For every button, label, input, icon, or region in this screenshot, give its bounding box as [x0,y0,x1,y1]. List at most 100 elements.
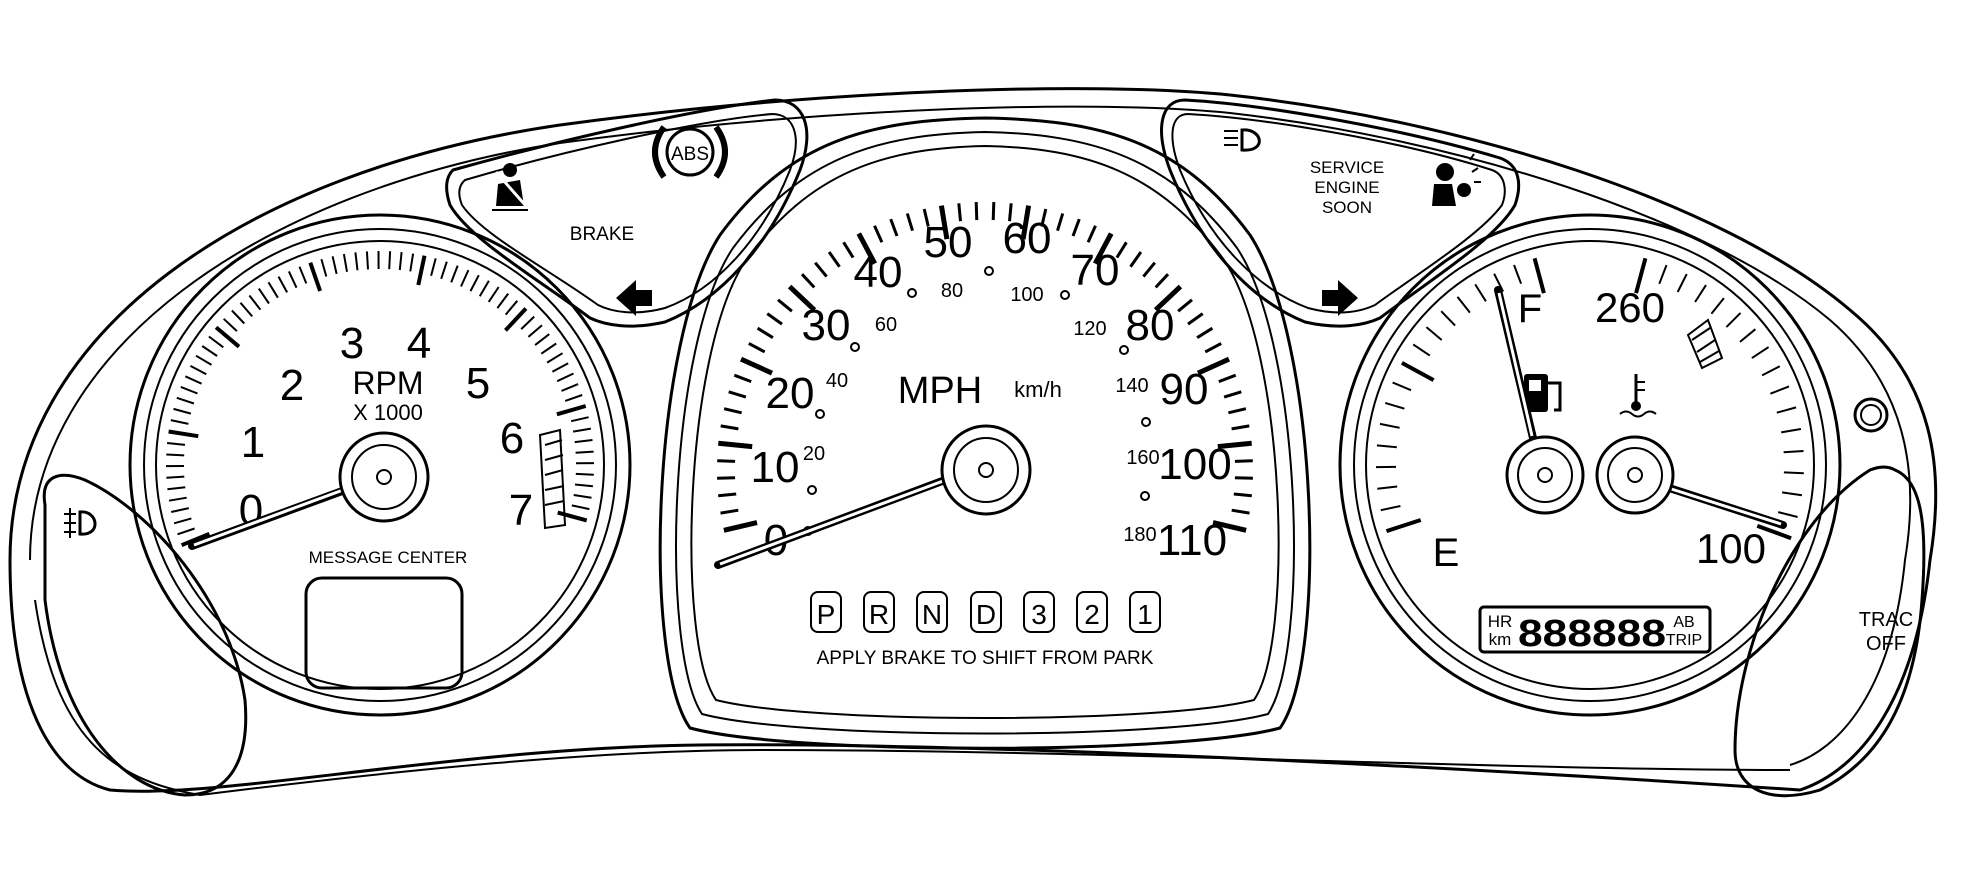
kmh-scale-dots [803,266,1151,536]
temp-minor-tick [1776,406,1797,414]
speedometer-scale [717,202,1253,533]
fuel-full-label: F [1518,287,1542,331]
speedometer-unit-mph: MPH [898,370,982,412]
temp-minor-tick [1761,365,1781,377]
tach-number-4: 4 [407,319,431,368]
airbag-icon [1432,153,1481,206]
temp-high-label: 260 [1595,284,1665,331]
tach-minor-tick [469,274,480,292]
tach-minor-tick [195,354,213,366]
kmh-number-60: 60 [875,314,897,336]
fuel-minor-tick [1440,310,1456,327]
tach-minor-tick [527,324,543,338]
kmh-number-20: 20 [803,443,825,465]
temperature-gauge-hub [1595,435,1675,515]
speedo-minor-tick [974,202,979,221]
trac-off-button-icon[interactable] [1853,397,1889,433]
speedo-minor-tick [1233,492,1252,498]
speedo-major-tick [1092,232,1114,265]
fuel-major-tick [1532,257,1546,294]
tach-minor-tick [534,333,550,346]
temperature-warning-band [1686,318,1724,370]
speedo-minor-tick [1129,251,1143,268]
tach-minor-tick [277,276,288,293]
temp-minor-tick [1739,328,1757,343]
odometer-trip-label: TRIP [1666,632,1702,649]
odometer-display: HR km 888888 AB TRIP [1478,605,1712,655]
speedo-major-tick [739,356,774,376]
speedo-minor-tick [756,326,774,339]
speedo-minor-tick [723,407,742,415]
kmh-number-40: 40 [826,370,848,392]
fuel-major-tick [1400,361,1435,382]
trac-off-pod [1733,465,1926,798]
tach-minor-tick [223,318,238,332]
odometer-km-label: km [1489,630,1512,649]
message-center-label: MESSAGE CENTER [309,548,468,567]
seatbelt-icon [492,163,528,211]
gear-2: 2 [1084,599,1100,630]
tach-major-tick [214,325,241,349]
gear-box-1 [1129,591,1161,633]
gear-p: P [817,599,836,630]
brake-label: BRAKE [570,224,634,245]
tach-minor-tick [208,335,224,349]
temp-major-tick [1634,257,1648,294]
tach-major-tick [416,255,427,286]
gear-box-d [970,591,1002,633]
tach-number-5: 5 [466,359,490,408]
speedo-minor-tick [748,342,766,354]
gear-box-n [916,591,948,633]
tachometer-hub [338,431,430,523]
kmh-number-100: 100 [1010,284,1043,306]
tach-minor-tick [180,385,198,395]
tach-minor-tick [166,453,185,457]
speedo-minor-tick [1218,373,1237,384]
speedometer-unit-kmh: km/h [1014,377,1062,402]
service-engine-line3: SOON [1322,198,1372,217]
tach-minor-tick [430,258,437,277]
tachometer-needle-core [193,488,344,547]
tach-minor-tick [572,427,592,433]
temp-minor-tick [1751,346,1770,359]
fuel-gauge-hub [1505,435,1585,515]
tach-major-tick [168,429,199,439]
fuel-minor-tick [1456,296,1471,314]
mph-number-10: 10 [751,443,800,492]
tach-minor-tick [170,507,190,513]
speedo-minor-tick [1223,390,1242,399]
fuel-scale [1375,257,1546,534]
fog-lamp-icon [64,508,97,538]
speedo-minor-tick [1231,508,1250,515]
mph-number-60: 60 [1003,214,1052,263]
tach-minor-tick [320,258,328,277]
gear-d: D [976,599,996,630]
tach-minor-tick [460,269,470,287]
speedo-minor-tick [800,273,816,289]
speedo-minor-tick [777,298,793,313]
left-turn-arrow-icon [616,280,652,316]
tach-number-3: 3 [340,319,364,368]
tach-minor-tick [231,309,246,325]
odometer-ab-label: AB [1673,614,1694,631]
speedo-major-tick [723,520,758,533]
temp-minor-tick [1725,312,1742,328]
kmh-number-80: 80 [941,280,963,302]
tach-minor-tick [556,372,574,383]
tach-minor-tick [575,472,594,476]
abs-label: ABS [671,144,709,165]
tach-minor-tick [354,252,359,271]
speedo-minor-tick [827,251,841,268]
service-engine-line2: ENGINE [1314,178,1379,197]
temp-minor-tick [1781,428,1802,434]
kmh-number-180: 180 [1123,524,1156,546]
tach-minor-tick [546,352,564,364]
mph-number-110: 110 [1157,516,1227,565]
speedo-major-tick [787,284,817,312]
speedo-minor-tick [720,424,739,431]
tach-number-1: 1 [241,418,265,467]
tach-minor-tick [257,288,270,305]
tach-rpm-label: RPM [352,365,423,401]
tach-minor-tick [201,345,218,357]
tach-minor-tick [574,483,594,488]
